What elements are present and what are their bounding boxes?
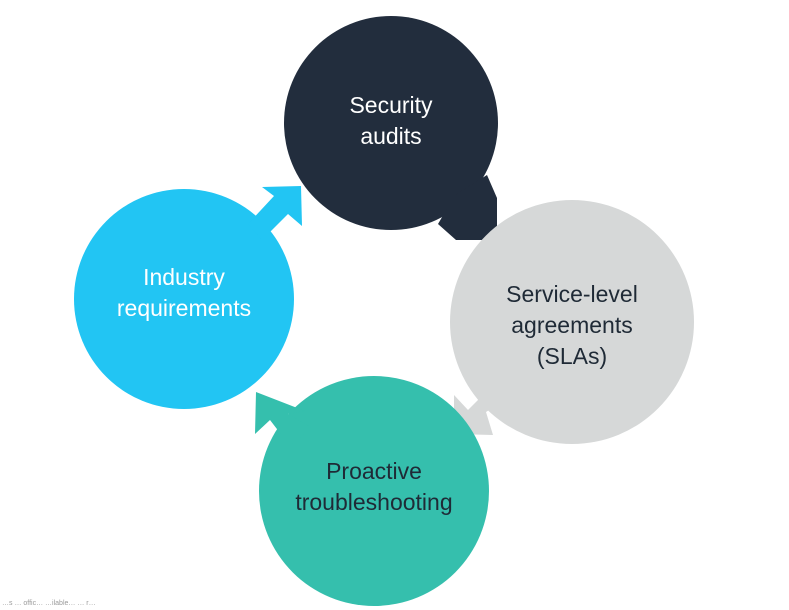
security-arrow bbox=[438, 175, 497, 240]
proactive-arrow bbox=[255, 392, 312, 446]
node-sla-shape bbox=[450, 200, 694, 444]
security-circle bbox=[284, 16, 498, 230]
sla-circle bbox=[450, 200, 694, 444]
footnote-text: …s … offic… …ilable… … r… bbox=[2, 600, 96, 607]
industry-arrow bbox=[248, 186, 302, 240]
sla-arrow bbox=[454, 388, 508, 435]
proactive-circle bbox=[259, 376, 489, 606]
node-industry-shape bbox=[74, 186, 302, 409]
node-proactive-shape bbox=[255, 376, 489, 606]
industry-circle bbox=[74, 189, 294, 409]
node-security-shape bbox=[284, 16, 498, 240]
